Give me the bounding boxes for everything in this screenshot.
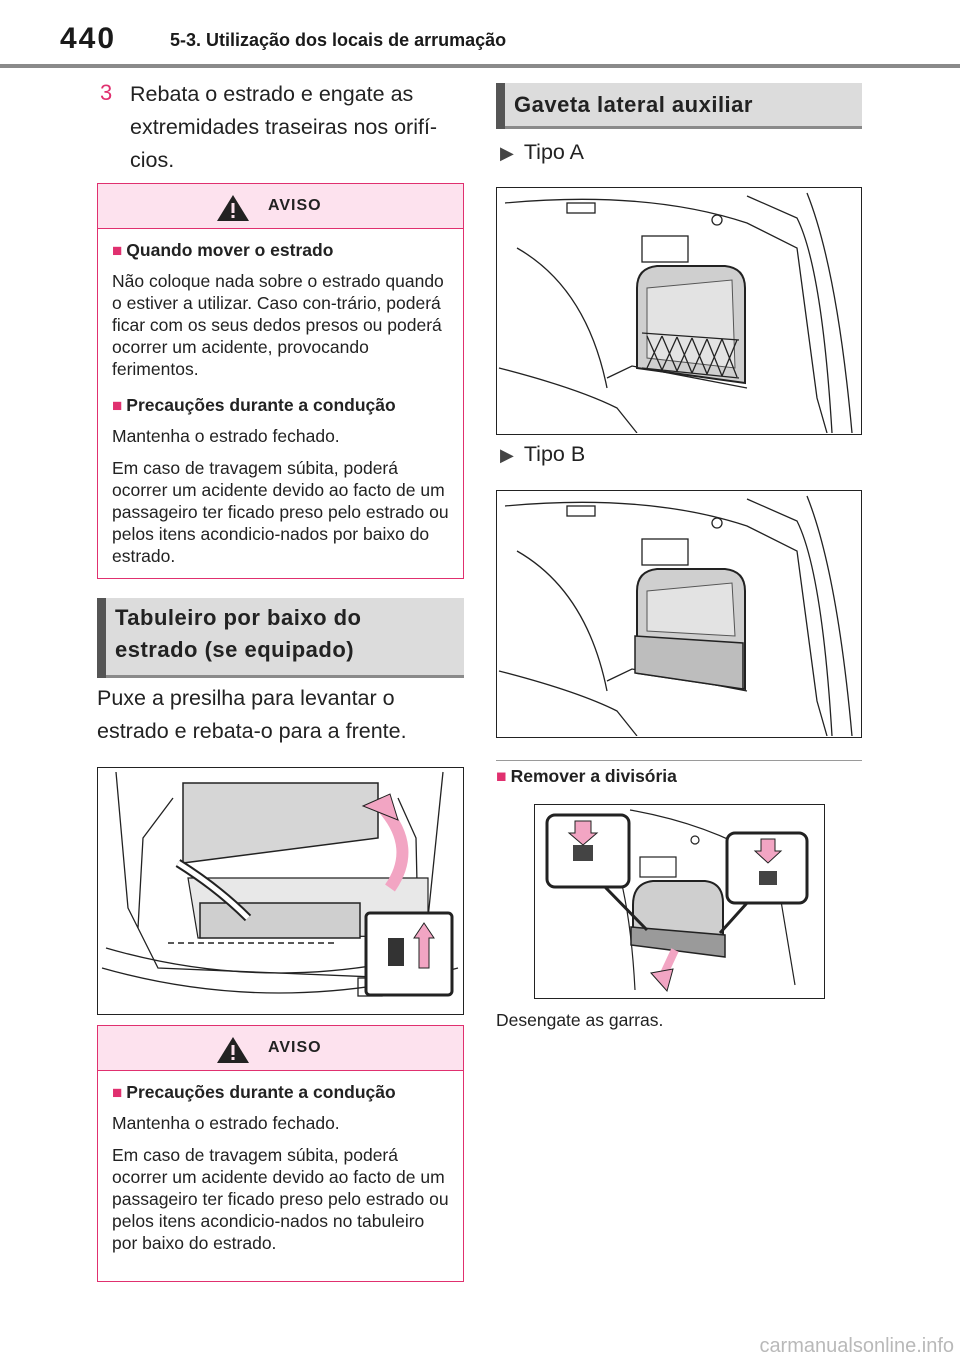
heading-line: Tabuleiro por baixo do [115,605,362,630]
type-a-illustration [496,187,862,435]
remove-text: Desengate as garras. [496,1010,664,1030]
square-bullet-icon: ■ [112,1083,123,1102]
triangle-bullet-icon: ▶ [500,445,514,465]
notice-label: AVISO [268,1039,322,1056]
notice-subtitle: ■Precauções durante a condução [112,395,396,415]
heading-bar [97,598,106,678]
tray-heading: Tabuleiro por baixo do estrado (se equip… [97,598,464,678]
side-drawer-net-drawing [498,192,853,434]
notice-paragraph: Mantenha o estrado fechado. [112,1113,340,1133]
section-rule [496,760,862,761]
notice-subtitle: ■Precauções durante a condução [112,1082,396,1102]
warning-icon [217,1037,249,1063]
notice-box: AVISO ■Precauções durante a condução Man… [97,1025,464,1282]
page-number: 440 [60,22,117,55]
type-b-illustration [496,490,862,738]
notice-subtitle: ■Quando mover o estrado [112,240,334,260]
notice-label: AVISO [268,197,322,214]
section-title: 5-3. Utilização dos locais de arrumação [170,30,507,50]
notice-header: AVISO [98,1026,463,1071]
tray-text: Puxe a presilha para levantar o estrado … [97,686,407,743]
triangle-bullet-icon: ▶ [500,143,514,163]
type-a-label: ▶Tipo A [500,140,584,164]
drawer-heading: Gaveta lateral auxiliar [496,83,862,129]
heading-text: Gaveta lateral auxiliar [514,92,753,117]
tray-illustration [97,767,464,1015]
trunk-tray-drawing [101,771,459,997]
square-bullet-icon: ■ [112,241,123,260]
step-number: 3 [100,80,113,105]
warning-icon [217,195,249,221]
notice-body: ■Precauções durante a condução Mantenha … [98,1071,463,1254]
notice-paragraph: Em caso de travagem súbita, poderá ocorr… [112,1145,449,1253]
side-drawer-box-drawing [498,495,853,737]
remove-partition-drawing [545,809,809,993]
watermark: carmanualsonline.info [759,1335,954,1357]
step-text: Rebata o estrado e engate as extremidade… [130,82,438,172]
square-bullet-icon: ■ [496,766,507,786]
remove-illustration [534,804,825,999]
type-b-label: ▶Tipo B [500,442,586,466]
square-bullet-icon: ■ [112,396,123,415]
notice-body: ■Quando mover o estrado Não coloque nada… [98,229,463,567]
notice-paragraph: Em caso de travagem súbita, poderá ocorr… [112,458,449,566]
remove-title: ■Remover a divisória [496,766,677,786]
notice-paragraph: Não coloque nada sobre o estrado quando … [112,271,444,379]
heading-line: estrado (se equipado) [115,637,355,662]
header-rule [0,64,960,68]
notice-box: AVISO ■Quando mover o estrado Não coloqu… [97,183,464,579]
notice-header: AVISO [98,184,463,229]
notice-paragraph: Mantenha o estrado fechado. [112,426,340,446]
heading-bar [496,83,505,129]
